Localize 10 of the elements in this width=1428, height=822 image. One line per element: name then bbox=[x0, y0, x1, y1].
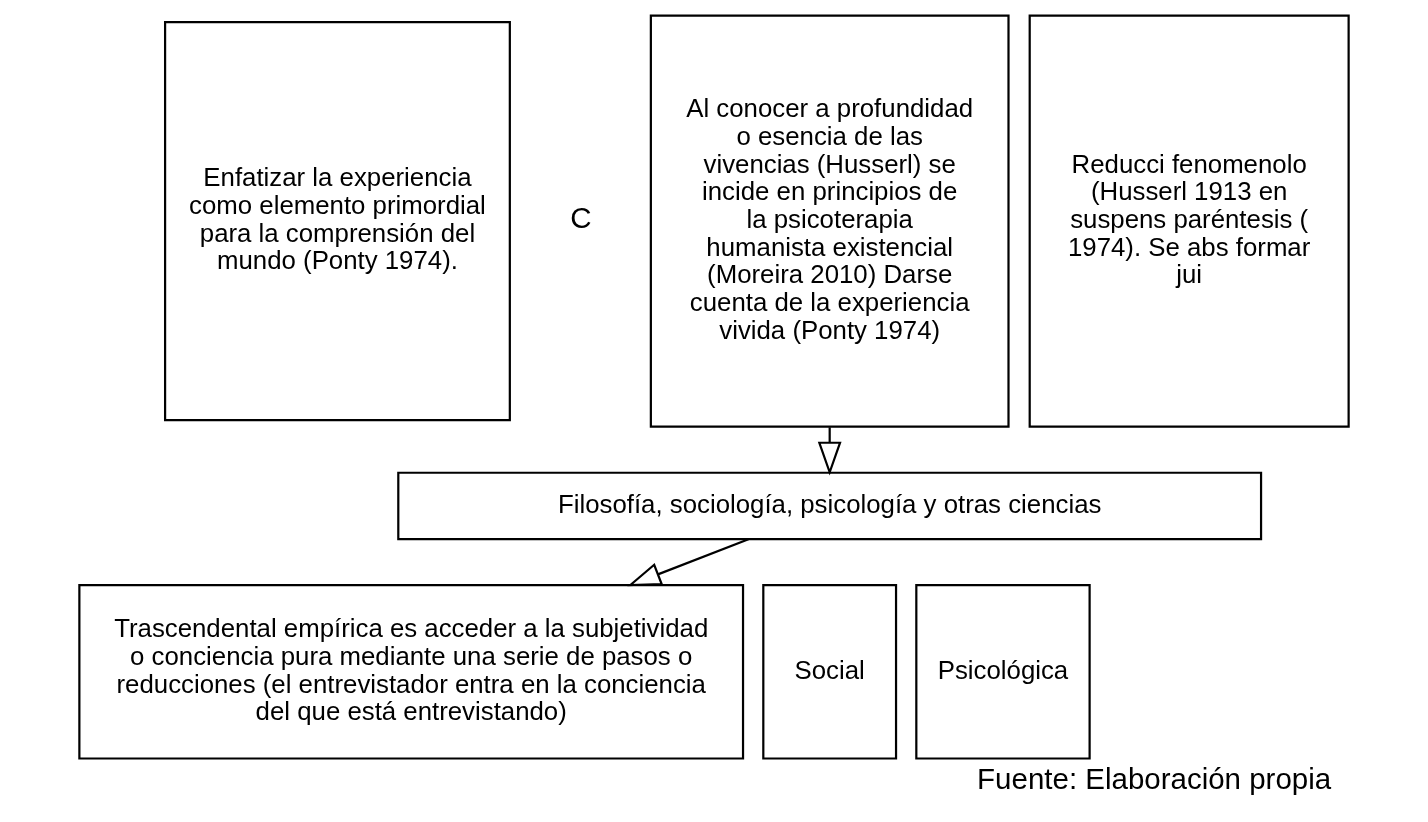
node-box: Filosofía, sociología, psicología y otras ciencias bbox=[397, 471, 1263, 541]
caption: Fuente: Elaboración propia bbox=[977, 762, 1332, 796]
arrow bbox=[627, 538, 749, 587]
node-box: Social bbox=[762, 584, 898, 760]
node-box: Trascendental empírica es acceder a la subjetividad o conciencia pura mediante una serie de pasos o reducciones (el entrevistador entra en la conciencia del que está entrevistando) bbox=[78, 584, 745, 760]
node-box: Reducci fenomenolo (Husserl 1913 en suspens paréntesis ( 1974). Se abs formar jui bbox=[1028, 14, 1350, 428]
node-box: Psicológica bbox=[915, 584, 1091, 760]
node-box: Al conocer a profundidad o esencia de las vivencias (Husserl) se incide en principios de la psicoterapia humanista existencial (Moreira 2010) Darse cuenta de la experiencia vivida (Ponty 1974) bbox=[649, 14, 1010, 428]
node-box: Enfatizar la experiencia como elemento primordial para la comprensión del mundo (Ponty 1974). bbox=[164, 20, 511, 422]
label: C bbox=[570, 201, 592, 235]
